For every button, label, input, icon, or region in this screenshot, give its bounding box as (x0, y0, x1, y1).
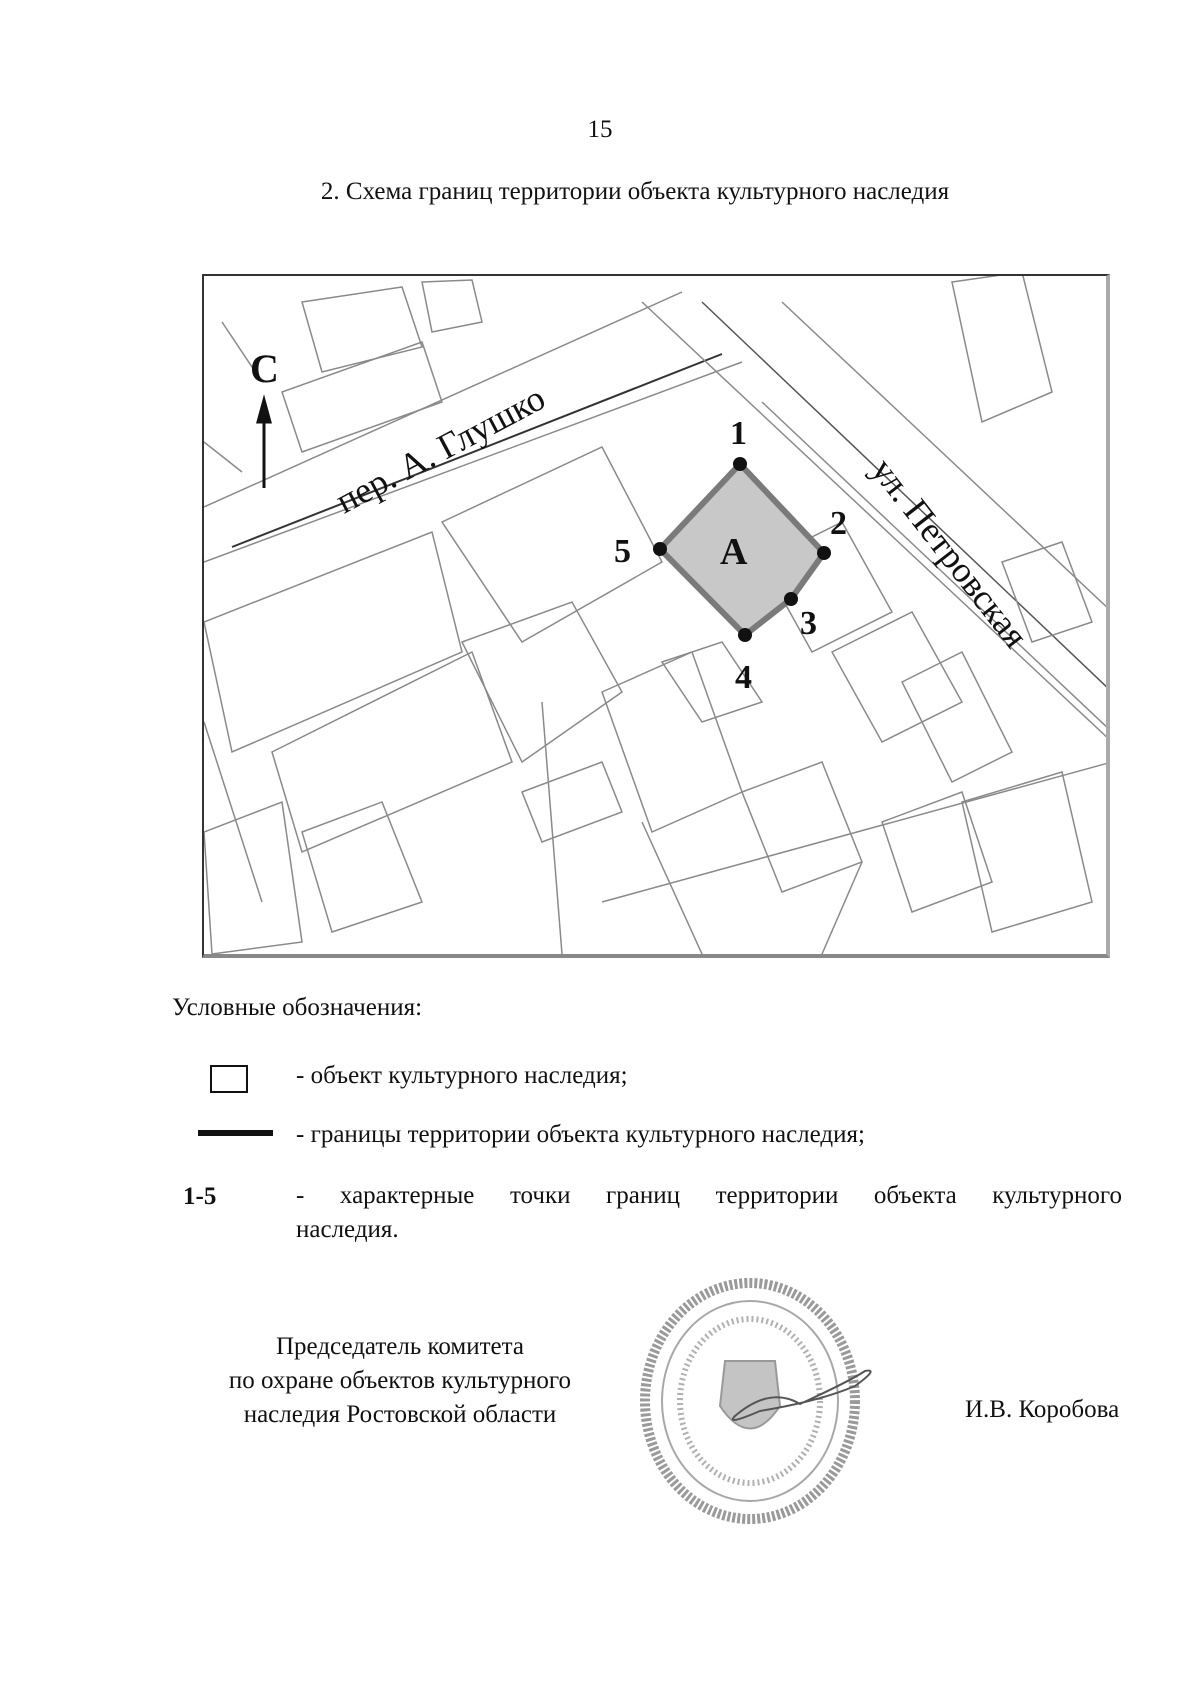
legend-object-symbol-icon (210, 1065, 248, 1093)
north-label: С (250, 346, 279, 391)
position-line-2: по охране объектов культурного (228, 1367, 572, 1394)
point-5-marker (653, 542, 667, 556)
position-line-1: Председатель комитета (276, 1333, 524, 1360)
legend-title: Условные обозначения: (172, 994, 423, 1021)
legend-boundary-line-icon (198, 1130, 273, 1136)
legend-item-boundary: - границы территории объекта культурного… (296, 1121, 865, 1148)
legend-item-points-continued: наследия. (296, 1216, 399, 1243)
boundary-scheme-map: 1 2 3 4 5 А С пер. А. Глушко ул. Петровс… (202, 274, 1110, 958)
official-seal-icon (640, 1278, 872, 1524)
legend-item-object: - объект культурного наследия; (296, 1062, 628, 1089)
north-arrow-icon (256, 394, 272, 488)
point-1-marker (733, 457, 747, 471)
point-4-label: 4 (735, 659, 752, 696)
section-title: 2. Схема границ территории объекта культ… (320, 178, 950, 205)
street-label-petrovskaya: ул. Петровская (864, 450, 1036, 655)
legend-points-symbol: 1-5 (183, 1183, 217, 1210)
point-3-label: 3 (800, 605, 817, 642)
point-5-label: 5 (614, 533, 631, 570)
signer-name: И.В. Коробова (965, 1396, 1120, 1423)
object-a-territory (655, 459, 828, 640)
position-line-3: наследия Ростовской области (243, 1401, 557, 1428)
point-4-marker (738, 628, 752, 642)
signature-stroke (731, 1369, 872, 1421)
signatory-position: Председатель комитета по охране объектов… (180, 1330, 620, 1432)
point-1-label: 1 (730, 415, 747, 452)
boundary-points (653, 457, 831, 642)
object-a-label: А (720, 531, 748, 573)
legend-item-points: - характерные точки границ территории об… (296, 1182, 1122, 1209)
page-number: 15 (587, 116, 613, 143)
point-3-marker (784, 592, 798, 606)
point-2-marker (817, 546, 831, 560)
cadastral-base-lines (204, 276, 1106, 954)
point-2-label: 2 (830, 505, 847, 542)
